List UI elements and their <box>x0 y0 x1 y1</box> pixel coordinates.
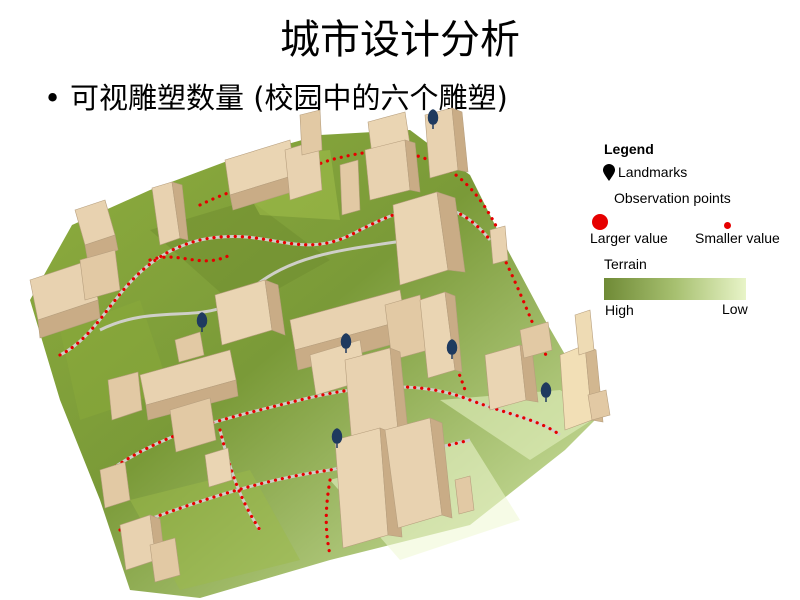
terrain-facet <box>440 390 600 460</box>
landmarks <box>196 109 552 448</box>
building <box>224 139 299 211</box>
observation-point-path <box>498 248 550 362</box>
map-pin-icon <box>427 109 439 129</box>
observation-point-path <box>148 253 232 263</box>
map-pin-icon <box>446 339 458 359</box>
legend-landmarks-label: Landmarks <box>618 164 688 180</box>
map-pin-icon <box>603 164 615 181</box>
building <box>169 397 217 453</box>
bullet-text: 可视雕塑数量 (校园中的六个雕塑) <box>70 81 508 115</box>
legend-terrain-label: Terrain <box>604 256 647 272</box>
bullet-point: •可视雕塑数量 (校园中的六个雕塑) <box>44 78 508 118</box>
building <box>29 259 101 339</box>
building <box>574 309 595 356</box>
building <box>364 139 421 201</box>
map-pin-icon <box>540 382 552 402</box>
legend: Legend Landmarks Observation points Larg… <box>580 138 795 328</box>
legend-high-label: High <box>605 302 634 318</box>
building <box>74 199 119 263</box>
building <box>454 475 475 515</box>
building <box>149 537 181 583</box>
buildings <box>29 107 611 583</box>
observation-point-path <box>58 205 492 357</box>
building <box>204 447 233 488</box>
terrain-facet <box>60 300 170 420</box>
bullet-dot: • <box>44 81 62 115</box>
building <box>587 389 611 421</box>
legend-larger-value-label: Larger value <box>590 230 668 246</box>
map-pin-icon <box>331 428 343 448</box>
legend-smaller-value-label: Smaller value <box>695 230 780 246</box>
building <box>151 181 189 246</box>
building <box>99 461 131 509</box>
observation-point-path <box>118 438 472 532</box>
building <box>174 331 205 363</box>
slide-title: 城市设计分析 <box>280 17 520 63</box>
building <box>139 349 239 421</box>
building <box>299 109 323 156</box>
building <box>339 159 361 216</box>
building <box>489 225 509 265</box>
building <box>384 417 453 529</box>
legend-terrain-color-ramp <box>604 278 746 300</box>
building <box>519 321 553 359</box>
observation-point-path <box>418 298 467 392</box>
building <box>107 371 143 421</box>
map-pin-icon <box>340 333 352 353</box>
building <box>79 249 121 301</box>
terrain-facet <box>150 200 330 310</box>
map-pin-icon <box>196 312 208 332</box>
observation-point-path <box>218 428 262 532</box>
legend-large-dot <box>592 214 608 230</box>
observation-point-path <box>324 478 332 557</box>
building <box>392 191 466 286</box>
legend-low-label: Low <box>722 301 748 317</box>
legend-small-dot <box>724 222 731 229</box>
legend-observation-points-label: Observation points <box>614 190 731 206</box>
legend-title: Legend <box>604 141 654 157</box>
building <box>214 279 286 346</box>
